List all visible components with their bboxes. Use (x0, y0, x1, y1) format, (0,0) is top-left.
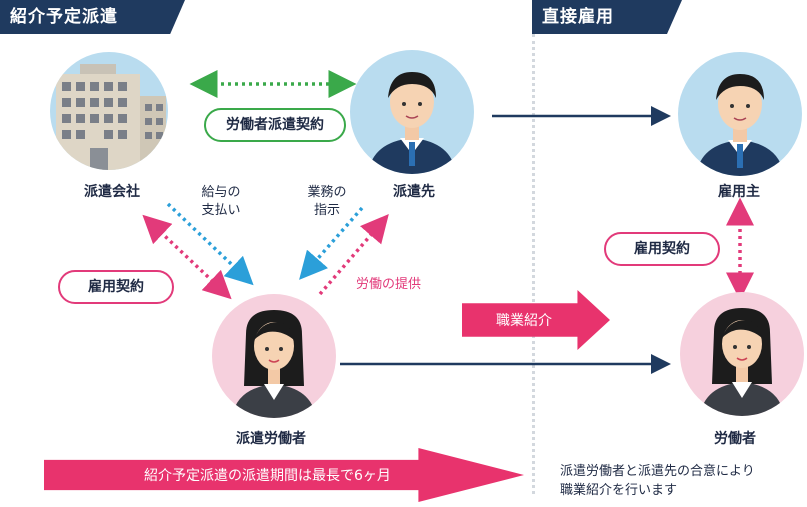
businessman-icon (368, 72, 456, 174)
section-divider (532, 34, 535, 494)
worker-node (212, 294, 336, 418)
employee-label: 労働者 (714, 431, 756, 447)
client-node (350, 50, 474, 174)
agreement-line1: 派遣労働者と派遣先の合意により (560, 464, 755, 479)
employer-node (678, 52, 802, 176)
building-icon (56, 64, 166, 170)
agreement-line2: 職業紹介を行います (560, 483, 678, 498)
worker-label: 派遣労働者 (236, 431, 306, 447)
labor-arrow (318, 214, 389, 296)
instruction-line1: 業務の (307, 185, 347, 200)
header-left-title: 紹介予定派遣 (10, 7, 118, 27)
businesswoman-icon (700, 308, 784, 416)
businessman-icon (696, 74, 784, 176)
businesswoman-icon (232, 310, 316, 418)
period-note: 紹介予定派遣の派遣期間は最長で6ヶ月 (144, 468, 391, 484)
employer-label: 雇用主 (718, 184, 760, 200)
agreement-note: 派遣労働者と派遣先の合意により 職業紹介を行います (560, 462, 755, 500)
salary-line1: 給与の (201, 185, 241, 200)
job-referral-label: 職業紹介 (496, 313, 552, 329)
employee-node (680, 292, 804, 416)
company-label: 派遣会社 (84, 184, 140, 200)
instruction-arrow (299, 206, 364, 280)
employment-arrow-left (142, 214, 232, 300)
employment-contract-left-pill: 雇用契約 (58, 270, 174, 304)
instruction-line2: 指示 (313, 203, 340, 218)
client-label: 派遣先 (393, 184, 435, 200)
labor-label: 労働の提供 (356, 277, 422, 292)
header-left-tab: 紹介予定派遣 (0, 0, 185, 34)
employment-contract-right-pill: 雇用契約 (604, 232, 720, 266)
instruction-label: 業務の 指示 (302, 184, 352, 220)
salary-line2: 支払い (201, 203, 241, 218)
salary-label: 給与の 支払い (196, 184, 246, 220)
dispatch-contract-pill: 労働者派遣契約 (204, 108, 346, 142)
header-right-tab: 直接雇用 (532, 0, 682, 34)
company-node (50, 52, 168, 170)
header-right-title: 直接雇用 (542, 7, 614, 27)
